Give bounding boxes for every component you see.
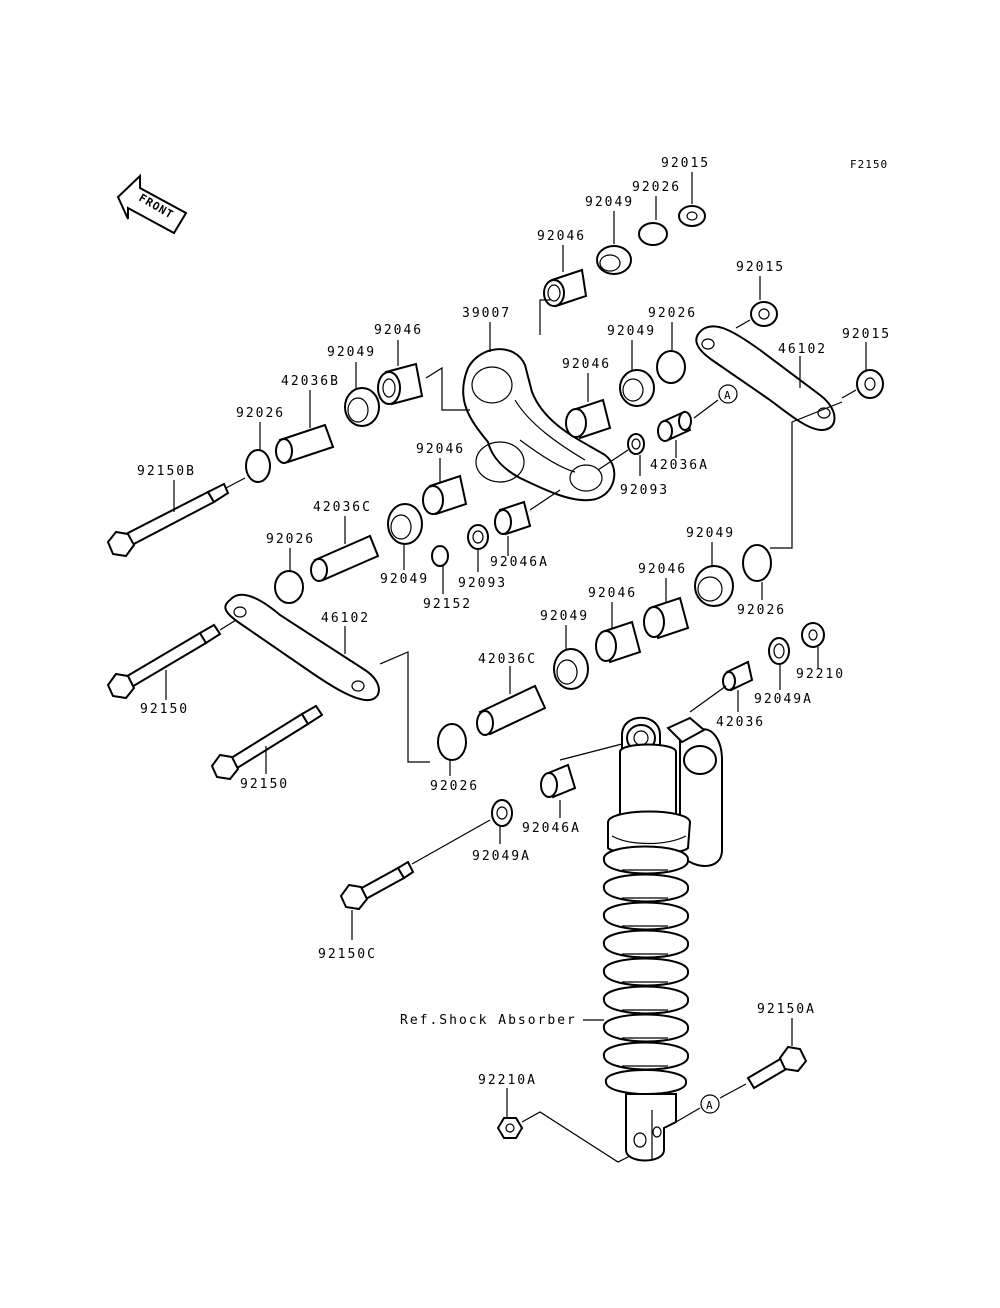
label-92046-right: 92046: [638, 562, 687, 577]
nut-92015-mid: [750, 301, 778, 327]
link-46102-left: [224, 593, 380, 702]
bearing-92046-left: [377, 362, 424, 406]
label-92026-left2: 92026: [266, 532, 315, 547]
label-92150b: 92150B: [137, 464, 196, 479]
bearing-92046a-center: [494, 500, 532, 536]
label-92049-center: 92049: [380, 572, 429, 587]
bearing-92046a-lower: [540, 763, 577, 799]
callout-a-bottom: A: [700, 1094, 720, 1114]
label-92049-right2: 92049: [540, 609, 589, 624]
label-92046-top: 92046: [537, 229, 586, 244]
washer-92026-right: [742, 544, 772, 582]
seal-92049-right: [694, 565, 734, 607]
bolt-92150c: [339, 860, 415, 911]
diagram-code: F2150: [850, 158, 888, 171]
label-shock-ref: Ref.Shock Absorber: [400, 1013, 577, 1028]
label-39007: 39007: [462, 306, 511, 321]
label-92015-right: 92015: [842, 327, 891, 342]
svg-text:A: A: [706, 1099, 713, 1112]
label-92026-left: 92026: [236, 406, 285, 421]
seal-92049-left: [344, 387, 380, 427]
bearing-92046-right: [643, 596, 690, 640]
label-92093-right: 92093: [620, 483, 669, 498]
bearing-92046-right2: [595, 620, 642, 664]
label-92049a-lower: 92049A: [472, 849, 531, 864]
nut-92015-right: [856, 369, 884, 399]
washer-92026-mid: [656, 350, 686, 384]
label-92049a-right: 92049A: [754, 692, 813, 707]
nut-92015-top: [678, 205, 706, 227]
seal-92049a-right: [768, 637, 790, 665]
bearing-92046-center: [422, 474, 468, 516]
collar-42036a: [657, 410, 692, 442]
bolt-92150b: [106, 482, 230, 558]
seal-92049a-lower: [491, 799, 513, 827]
rocker-arm-39007: [462, 348, 616, 502]
seal-92049-center: [387, 503, 423, 545]
callout-a-top: A: [718, 384, 738, 404]
label-42036b: 42036B: [281, 374, 340, 389]
label-92210a: 92210A: [478, 1073, 537, 1088]
label-92049-top: 92049: [585, 195, 634, 210]
label-92046-mid: 92046: [562, 357, 611, 372]
label-92046a-lower: 92046A: [522, 821, 581, 836]
collar-42036: [722, 660, 754, 692]
label-92049-mid: 92049: [607, 324, 656, 339]
label-92026-top: 92026: [632, 180, 681, 195]
label-92152: 92152: [423, 597, 472, 612]
collar-42036b: [275, 423, 335, 464]
label-92049-left: 92049: [327, 345, 376, 360]
label-92026-right: 92026: [737, 603, 786, 618]
collar-42036c-center: [476, 684, 547, 736]
label-92210: 92210: [796, 667, 845, 682]
washer-92026-top: [638, 222, 668, 246]
washer-92026-left2: [274, 570, 304, 604]
label-92150-lower: 92150: [240, 777, 289, 792]
seal-92049-top: [596, 245, 632, 275]
nut-92210: [801, 622, 825, 648]
label-42036: 42036: [716, 715, 765, 730]
label-42036c-center: 42036C: [478, 652, 537, 667]
seal-92049-right2: [553, 648, 589, 690]
washer-92152: [431, 545, 449, 567]
label-92049-right: 92049: [686, 526, 735, 541]
bearing-92046-top: [543, 268, 588, 308]
seal-92093-center: [467, 524, 489, 550]
link-46102-right: [695, 325, 836, 432]
label-92046a-center: 92046A: [490, 555, 549, 570]
shock-absorber: [603, 716, 723, 1162]
label-92150c: 92150C: [318, 947, 377, 962]
label-42036a: 42036A: [650, 458, 709, 473]
label-92015-mid: 92015: [736, 260, 785, 275]
label-92026-mid: 92026: [648, 306, 697, 321]
front-arrow-icon: FRONT: [116, 173, 188, 235]
label-92046-left: 92046: [374, 323, 423, 338]
bolt-92150-upper: [106, 623, 222, 700]
nut-92210a: [496, 1117, 524, 1139]
svg-text:A: A: [724, 389, 731, 402]
seal-92093-right: [627, 433, 645, 455]
label-46102-right: 46102: [778, 342, 827, 357]
seal-92049-mid: [619, 369, 655, 407]
bolt-92150a: [746, 1045, 808, 1090]
washer-92026-bottom: [437, 723, 467, 761]
label-46102-left: 46102: [321, 611, 370, 626]
collar-42036c-left: [310, 534, 380, 582]
bearing-92046-mid: [565, 398, 612, 440]
label-92015-top: 92015: [661, 156, 710, 171]
label-42036c-left: 42036C: [313, 500, 372, 515]
label-92046-center: 92046: [416, 442, 465, 457]
label-92026-bottom: 92026: [430, 779, 479, 794]
label-92150-upper: 92150: [140, 702, 189, 717]
label-92093-center: 92093: [458, 576, 507, 591]
label-92150a: 92150A: [757, 1002, 816, 1017]
bolt-92150-lower: [210, 704, 324, 781]
label-92046-right2: 92046: [588, 586, 637, 601]
washer-92026-left: [245, 449, 271, 483]
